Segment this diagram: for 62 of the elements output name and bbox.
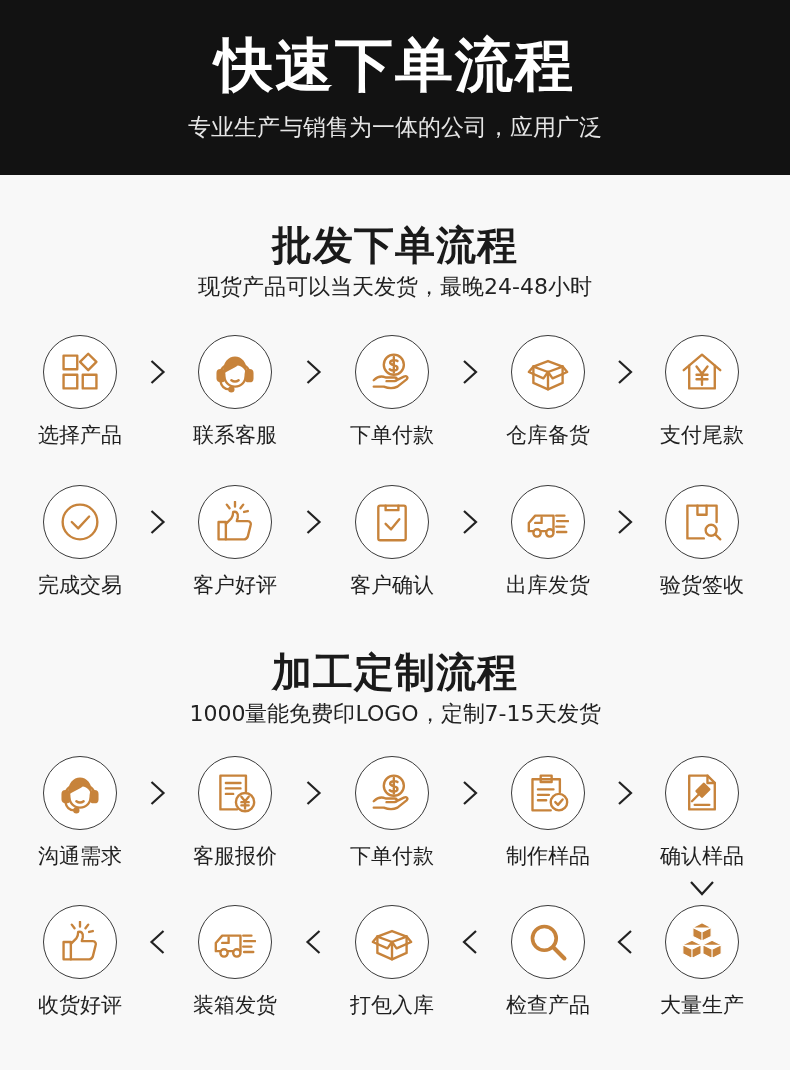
chevron-arrow (690, 881, 714, 896)
process-step (506, 756, 590, 869)
process-step (193, 756, 277, 869)
process-step (193, 905, 277, 1018)
step-label: 联系客服 (193, 422, 277, 448)
step-label: 检查产品 (506, 992, 590, 1018)
step-label: 下单付款 (350, 422, 434, 448)
process-step (193, 335, 277, 448)
process-step (38, 485, 122, 598)
step-label: 打包入库 (350, 992, 434, 1018)
chevron-arrow (149, 930, 165, 954)
chevron-arrow (463, 360, 478, 384)
process-step (350, 756, 434, 869)
step-label: 选择产品 (38, 422, 122, 448)
step-label: 验货签收 (660, 572, 744, 598)
chevron-arrow (463, 510, 478, 534)
chevron-arrow (150, 781, 166, 805)
section-heading: 加工定制流程 (272, 648, 518, 696)
step-label: 沟通需求 (38, 843, 122, 869)
chevron-arrow (306, 781, 322, 805)
process-step (506, 335, 590, 448)
step-label: 收货好评 (38, 992, 122, 1018)
chevron-arrow (618, 360, 633, 384)
chevron-arrow (305, 930, 321, 954)
step-label: 客户好评 (193, 572, 277, 598)
chevron-arrow (306, 510, 322, 534)
step-label: 制作样品 (506, 843, 590, 869)
process-step (660, 335, 744, 448)
chevron-arrow (617, 930, 632, 954)
step-label: 确认样品 (660, 843, 744, 869)
chevron-arrow (463, 781, 478, 805)
section-heading: 批发下单流程 (272, 221, 518, 269)
chevron-arrow (462, 930, 477, 954)
process-step (660, 756, 744, 869)
chevron-arrow (150, 510, 166, 534)
step-label: 客服报价 (193, 843, 277, 869)
step-label: 仓库备货 (506, 422, 590, 448)
step-label: 大量生产 (660, 992, 744, 1018)
step-label: 出库发货 (506, 572, 590, 598)
step-label: 客户确认 (350, 572, 434, 598)
chevron-arrow (618, 510, 633, 534)
process-step (506, 905, 590, 1018)
process-step (193, 485, 277, 598)
chevron-arrow (618, 781, 633, 805)
subtitle: 专业生产与销售为一体的公司，应用广泛 (188, 114, 602, 142)
process-step (350, 485, 434, 598)
step-label: 装箱发货 (193, 992, 277, 1018)
step-label: 下单付款 (350, 843, 434, 869)
process-step (38, 756, 122, 869)
process-step (660, 485, 744, 598)
process-step (38, 335, 122, 448)
section-subtitle: 现货产品可以当天发货，最晚24-48小时 (198, 273, 592, 301)
process-step (660, 905, 744, 1018)
section-subtitle: 1000量能免费印LOGO，定制7-15天发货 (189, 700, 601, 728)
chevron-arrow (150, 360, 166, 384)
step-label: 支付尾款 (660, 422, 744, 448)
process-step (350, 335, 434, 448)
process-step (350, 905, 434, 1018)
step-label: 完成交易 (38, 572, 122, 598)
process-step (506, 485, 590, 598)
chevron-arrow (306, 360, 322, 384)
process-step (38, 905, 122, 1018)
